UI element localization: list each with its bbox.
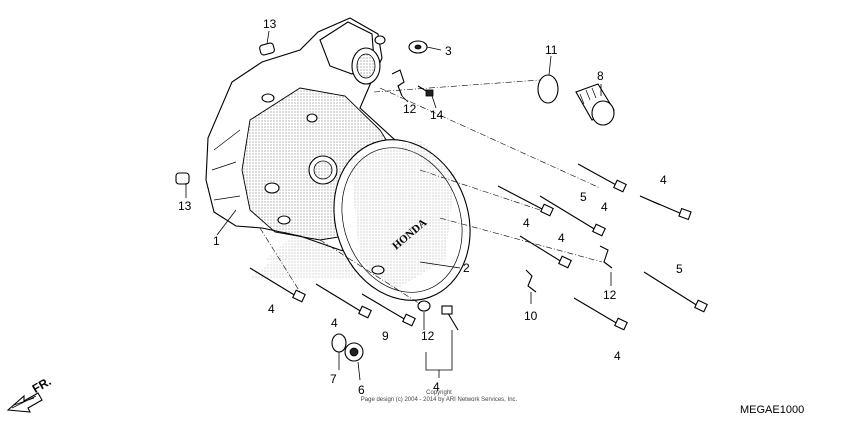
- leader-lines: [185, 30, 612, 381]
- clutch-cover-part-2: HONDA: [333, 139, 471, 301]
- part-label: 4: [268, 302, 275, 316]
- part-label: 9: [382, 329, 389, 343]
- part-label: 8: [597, 69, 604, 83]
- dowel-pin-upper: [259, 42, 275, 56]
- part-label: 14: [430, 108, 444, 122]
- plug-part-8: [575, 83, 615, 126]
- dowel-pin-lower: [175, 172, 190, 185]
- part-labels: 13 3 11 8 12 14 13 1 4 5 4 4 4 2 12 5 4 …: [178, 17, 683, 397]
- gasket-part-10: [331, 333, 347, 353]
- part-label: 1: [213, 234, 220, 248]
- plug-part-7: [344, 342, 364, 362]
- front-direction-arrow-icon: [6, 392, 43, 413]
- bolt-part-6: [441, 305, 459, 331]
- washer-part-9: [417, 300, 431, 312]
- part-label: 11: [545, 43, 558, 57]
- copyright-line-2: Page design (c) 2004 - 2014 by ARI Netwo…: [360, 397, 518, 403]
- part-label: 2: [463, 261, 470, 275]
- copyright-notice: Copyright Page design (c) 2004 - 2014 by…: [334, 390, 544, 404]
- part-label: 4: [331, 316, 338, 330]
- diagram-code: MEGAE1000: [740, 404, 805, 416]
- copyright-line-1: Copyright: [426, 390, 452, 396]
- part-label: 4: [601, 200, 608, 214]
- part-label: 5: [676, 262, 683, 276]
- part-label: 5: [580, 190, 587, 204]
- part-label: 12: [403, 102, 417, 116]
- part-label: 10: [524, 309, 538, 323]
- guide-lines: [259, 79, 603, 305]
- part-label: 4: [433, 380, 440, 394]
- part-label: 4: [558, 231, 565, 245]
- part-label: 3: [445, 44, 452, 58]
- clip-part-12-upper: [391, 69, 405, 97]
- part-label: 6: [358, 383, 365, 397]
- part-label: 4: [523, 216, 530, 230]
- part-label: 4: [614, 349, 621, 363]
- part-label: 13: [263, 17, 277, 31]
- part-label: 7: [330, 372, 337, 386]
- bolts: [249, 163, 708, 331]
- part-label: 12: [421, 329, 435, 343]
- clip-part-12-lower: [525, 269, 537, 293]
- clip-part-12-mid: [599, 245, 613, 269]
- part-label: 12: [603, 288, 617, 302]
- part-label: 13: [178, 199, 192, 213]
- washer-part-3: [408, 40, 428, 54]
- bolt-part-14: [417, 85, 434, 97]
- part-label: 4: [660, 173, 667, 187]
- o-ring-part-11: [537, 74, 559, 104]
